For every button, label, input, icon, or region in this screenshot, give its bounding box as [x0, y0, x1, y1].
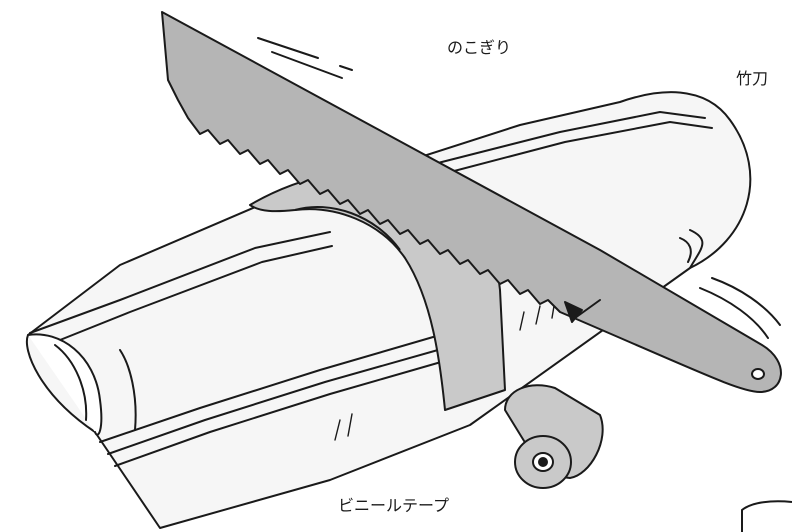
motion-line-3	[339, 65, 353, 71]
bamboo-ridge-mid	[99, 334, 441, 443]
saw-blade	[161, 11, 782, 393]
bamboo-far-tip	[679, 229, 704, 269]
motion-lines	[257, 37, 781, 339]
saw-handle-hole	[751, 368, 765, 380]
bamboo-sword	[26, 91, 752, 529]
tape-roll	[504, 384, 604, 489]
saw	[161, 11, 782, 393]
bamboo-ridge-mid-2	[107, 347, 446, 455]
saw-label: のこぎり	[447, 38, 512, 57]
bamboo-sword-label: 竹刀	[736, 69, 769, 88]
bamboo-ridge-top	[29, 231, 331, 334]
motion-line-2	[271, 51, 343, 79]
tape-roll-hole	[538, 457, 548, 467]
bamboo-ridge-top-far	[429, 111, 706, 166]
bamboo-end-curve-2	[119, 349, 137, 431]
bamboo-ridge-top-2	[39, 245, 333, 349]
partial-object-corner	[741, 500, 792, 532]
bamboo-end-face	[27, 333, 103, 436]
bamboo-ridge-top-far-2	[434, 121, 713, 177]
saw-cut-notch	[564, 301, 583, 323]
bamboo-end-curve-1	[54, 344, 88, 421]
bamboo-ridge-mid-3	[114, 359, 449, 467]
saw-handle-seam	[574, 299, 601, 319]
bamboo-texture	[334, 299, 556, 441]
motion-line-4	[699, 287, 769, 339]
tape-roll-strip	[504, 384, 604, 479]
motion-line-1	[257, 37, 319, 59]
motion-line-5	[711, 277, 781, 326]
tape-band-edge	[294, 206, 401, 251]
vinyl-tape-label: ビニールテープ	[338, 496, 450, 515]
